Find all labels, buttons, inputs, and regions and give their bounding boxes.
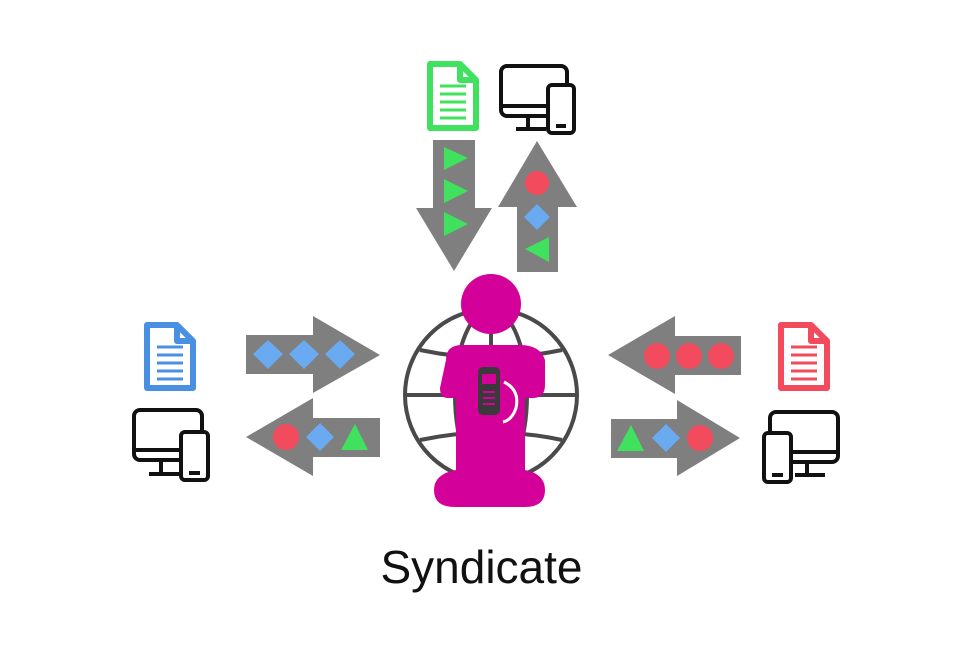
top-up-arrow — [498, 141, 577, 272]
mobile-phone-icon — [762, 431, 793, 484]
top-document-icon — [427, 61, 479, 131]
right-green-triangle — [617, 425, 644, 451]
left-blue-diamond-3 — [325, 340, 355, 369]
right-outbound-arrow — [611, 400, 740, 476]
right-blue-diamond — [652, 424, 680, 452]
top-device-icon — [499, 64, 576, 135]
left-green-triangle — [341, 424, 368, 450]
top-down-arrow — [416, 140, 492, 271]
left-blue-diamond — [306, 423, 334, 451]
top-green-triangle-2 — [444, 179, 468, 203]
left-blue-diamond-1 — [253, 340, 283, 369]
left-outbound-arrow — [246, 398, 380, 476]
right-inbound-arrow — [608, 316, 741, 394]
left-red-circle — [273, 424, 299, 450]
left-document-icon — [144, 322, 196, 391]
right-device-icon — [762, 410, 840, 484]
left-inbound-arrow — [246, 316, 380, 393]
top-green-triangle-3 — [444, 212, 468, 236]
left-device-icon — [132, 408, 210, 482]
top-blue-diamond — [524, 204, 550, 230]
mobile-phone-icon — [179, 430, 210, 482]
diagram-caption: Syndicate — [380, 541, 583, 593]
information-person-icon — [434, 274, 545, 507]
top-red-circle — [525, 171, 549, 195]
right-red-circle-3 — [708, 343, 734, 369]
top-green-triangle-1 — [444, 147, 468, 170]
person-hand — [502, 380, 519, 424]
right-red-circle — [687, 425, 713, 451]
right-document-icon — [778, 322, 830, 391]
right-red-circle-2 — [676, 343, 702, 369]
person-body — [434, 345, 545, 507]
top-green-triangle-left — [525, 237, 549, 262]
mobile-phone-icon — [546, 83, 576, 135]
left-blue-diamond-2 — [289, 340, 319, 369]
right-red-circle-1 — [644, 343, 670, 369]
person-head — [461, 274, 521, 334]
